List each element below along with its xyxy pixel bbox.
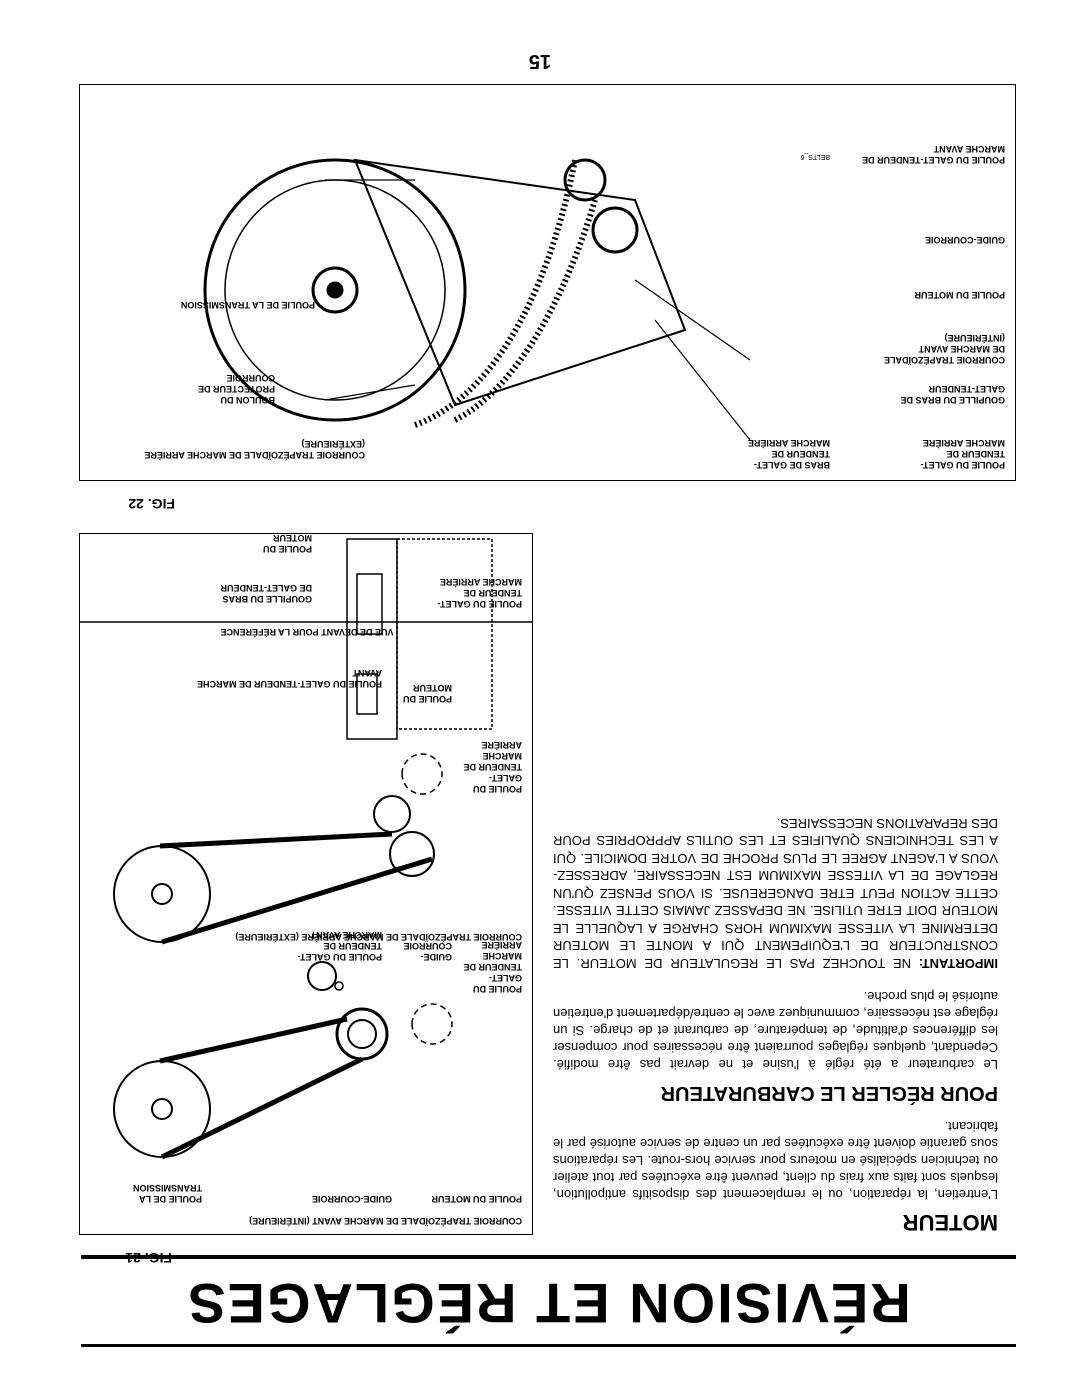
fig21-label-poulie-galet-av-2: POULIE DU GALET-TENDEUR DE MARCHE AVANT xyxy=(196,668,382,689)
fig21-label-guide-courroie-2: GUIDE-COURROIE xyxy=(403,941,452,962)
idler-pulley-forward xyxy=(307,961,337,991)
fig21-label-courroie-ext: COURROIE TRAPÉZOÏDALE DE MARCHE ARRIÈRE … xyxy=(235,932,522,942)
engine-housing xyxy=(396,538,493,730)
carburateur-paragraph: Le carburateur a été réglé à l'usine et … xyxy=(553,989,998,1072)
fig22-caption: FIG. 22 xyxy=(128,496,175,512)
carburateur-heading: POUR RÉGLER LE CARBURATEUR xyxy=(660,1082,998,1104)
fig21-label-poulie-galet-ar: POULIE DU GALET-TENDEUR DE MARCHE ARRIÈR… xyxy=(463,940,522,994)
title-rule-bottom xyxy=(81,1255,1016,1259)
transmission-pulley-2 xyxy=(113,845,211,943)
fig21-caption: FIG. 21 xyxy=(125,1250,172,1266)
engine-pulley xyxy=(591,206,639,254)
idler-pulley-forward xyxy=(563,158,607,202)
idler-arm xyxy=(353,158,687,407)
fig21-side-view xyxy=(346,538,493,740)
reverse-idler-pulley xyxy=(389,831,435,877)
transmission-hub-center xyxy=(326,281,344,299)
transmission-hub xyxy=(311,266,359,314)
reverse-belt xyxy=(413,159,578,428)
important-label: IMPORTANT: xyxy=(918,956,998,971)
fig22-label-guide-courroie: GUIDE-COURROIE xyxy=(924,235,1005,245)
leader-3 xyxy=(324,384,416,401)
title-rule-top xyxy=(81,1344,1016,1347)
page-number: 15 xyxy=(528,50,552,72)
fig21-label-poulie-du-galet-tendeur: POULIE DU GALET-TENDEUR DE MARCHE ARRIÈR… xyxy=(437,577,522,609)
page-title: RÉVISION ET RÉGLAGES xyxy=(186,1272,911,1335)
fig21-label-goupille: GOUPILLE DU BRAS DE GALET-TENDEUR xyxy=(220,583,312,604)
fig22-label-poulie-moteur: POULIE DU MOTEUR xyxy=(914,290,1005,300)
fig21-label-poulie-galet-ar-2: POULIE DU GALET-TENDEUR DE MARCHE ARRIÈR… xyxy=(463,740,522,794)
bracket-side xyxy=(346,538,398,740)
fig22-label-courroie-ext: COURROIE TRAPÉZOÏDALE DE MARCHE ARRIÈRE … xyxy=(144,439,365,460)
leader-1 xyxy=(634,279,751,361)
fig22-ref: belts_6 xyxy=(800,153,830,160)
engine-pulley-inner xyxy=(347,1019,377,1049)
belt-guide xyxy=(334,981,344,991)
fig22-diagram xyxy=(203,158,751,441)
engine-pulley-side xyxy=(356,573,383,635)
moteur-paragraph: L'entretien, la réparation, ou le rempla… xyxy=(553,1119,998,1202)
fig21-label-poulie-moteur-3: POULIE DU MOTEUR xyxy=(262,533,312,554)
forward-idler-dashed xyxy=(401,753,443,795)
fig22-label-poulie-galet-ar: POULIE DU GALET-TENDEUR DE MARCHE ARRIÈR… xyxy=(920,438,1005,470)
fig21-label-poulie-moteur: POULIE DU MOTEUR xyxy=(431,1194,522,1204)
fig21-reverse-belt-diagram xyxy=(113,753,443,945)
idler-side xyxy=(356,673,378,715)
forward-belt xyxy=(159,1016,364,1160)
fig21-label-courroie-int: COURROIE TRAPÉZOÏDALE DE MARCHE AVANT (I… xyxy=(249,1216,522,1226)
figure-21: FIG. 21 COURROIE TRAPÉZOÏDALE DE MARCHE … xyxy=(79,533,533,1266)
transmission-pulley-2-hub xyxy=(151,883,173,905)
fig22-label-bras-galet: BRAS DE GALET-TENDEUR DE MARCHE ARRIÈRE xyxy=(747,438,830,470)
leader-2 xyxy=(654,319,751,441)
fig21-label-poulie-moteur-2: POULIE DU MOTEUR xyxy=(402,683,452,704)
reverse-belt xyxy=(159,831,433,945)
figure-22: FIG. 22 POULIE DU GALET-TENDEUR DE MARCH… xyxy=(79,84,1016,512)
fig21-label-vue-devant: VUE DE DEVANT POUR LA RÉFÉRENCE xyxy=(220,627,394,637)
fig21-diagram xyxy=(80,538,532,1160)
important-text: NE TOUCHEZ PAS LE REGULATEUR DE MOTEUR. … xyxy=(553,816,998,971)
fig22-label-goupille: GOUPILLE DU BRAS DE GALET-TENDEUR xyxy=(900,384,1005,405)
engine-pulley xyxy=(335,1007,389,1061)
important-notice: IMPORTANT: NE TOUCHEZ PAS LE REGULATEUR … xyxy=(553,815,998,973)
fig21-forward-belt-diagram xyxy=(113,961,453,1160)
title-bar: RÉVISION ET RÉGLAGES xyxy=(81,1255,1016,1347)
fig22-label-poulie-galet-av: POULIE DU GALET-TENDEUR DE MARCHE AVANT xyxy=(861,144,1005,165)
idler-pulley-reverse-dashed xyxy=(411,1003,453,1045)
moteur-heading: MOTEUR xyxy=(902,1210,998,1235)
forward-belt xyxy=(453,199,598,423)
moteur-section: MOTEUR L'entretien, la réparation, ou le… xyxy=(553,815,998,1235)
fig22-label-boulon: BOULON DU PROTECTEUR DE COURROIE xyxy=(197,373,275,405)
fig21-label-guide-courroie: GUIDE-COURROIE xyxy=(311,1194,392,1204)
fig22-label-courroie-int: COURROIE TRAPÉZOÏDALE DE MARCHE AVANT (I… xyxy=(883,333,1005,365)
engine-pulley-2 xyxy=(373,795,411,833)
fig21-label-poulie-transmission: POULIE DE LA TRANSMISSION xyxy=(132,1183,202,1204)
fig22-label-poulie-transmission: POULIE DE LA TRANSMISSION xyxy=(180,300,315,310)
transmission-pulley-hub xyxy=(151,1098,173,1120)
transmission-pulley-large xyxy=(203,158,467,422)
